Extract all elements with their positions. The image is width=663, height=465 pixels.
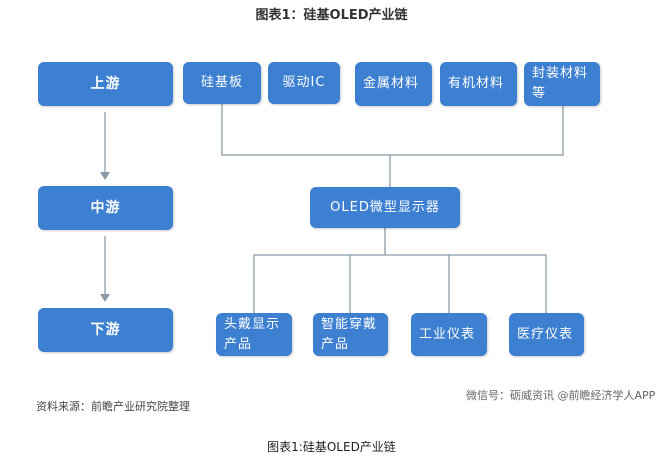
caption: 图表1:硅基OLED产业链 [267,440,396,454]
downstream-item: 头戴显示产品 [216,313,292,356]
upstream-item: 硅基板 [183,62,261,104]
upstream-item: 有机材料 [440,62,517,106]
downstream-bracket [253,254,547,313]
stage-upstream: 上游 [38,62,173,106]
midstream-oled-microdisplay: OLED微型显示器 [310,187,460,228]
upstream-bracket [221,104,564,156]
upstream-item: 金属材料 [355,62,432,106]
downstream-item: 医疗仪表 [509,313,584,356]
watermark: 微信号：砺威资讯 @前瞻经济学人APP [466,389,656,402]
source-note: 资料来源：前瞻产业研究院整理 [36,400,190,413]
arrow-head-icon [100,294,110,302]
downstream-item: 工业仪表 [411,313,487,356]
stage-midstream: 中游 [38,186,173,230]
arrow-head-icon [100,172,110,180]
upstream-item: 封装材料等 [524,62,600,106]
downstream-item: 智能穿戴产品 [313,313,388,356]
diagram-title: 图表1：硅基OLED产业链 [255,8,408,23]
upstream-item: 驱动IC [268,62,340,104]
stage-downstream: 下游 [38,308,173,352]
